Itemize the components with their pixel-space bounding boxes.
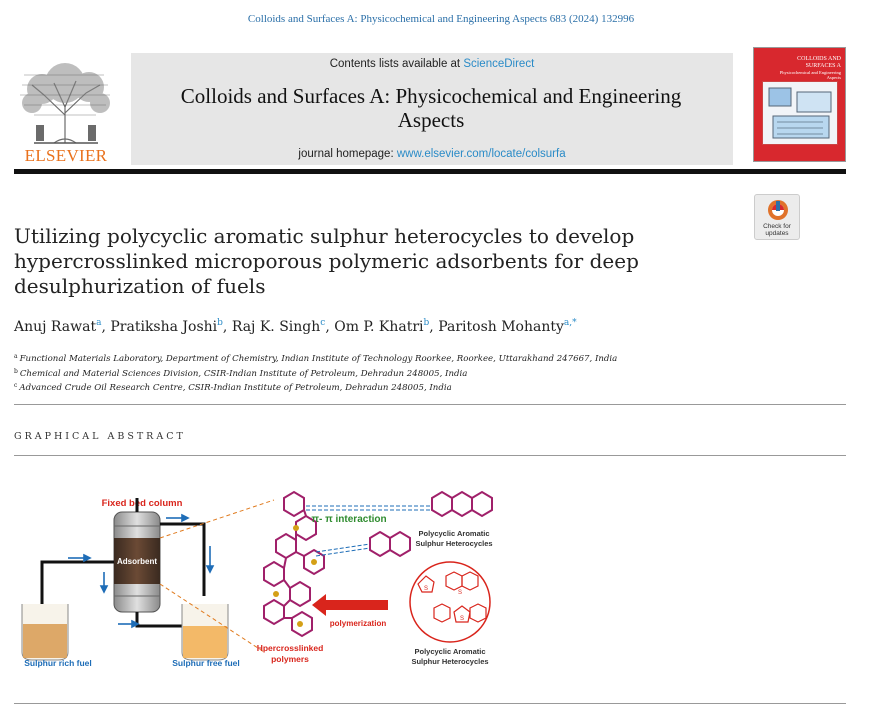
author-affiliation-marker[interactable]: b [217, 318, 223, 328]
cover-title: COLLOIDS AND SURFACES A Physicochemical … [771, 56, 841, 80]
author-entry[interactable]: Pratiksha Joshib, [110, 318, 232, 335]
author-separator: , [429, 319, 439, 335]
fixed-bed-column-label: Fixed bed column [102, 498, 183, 509]
author-separator: , [325, 319, 335, 335]
author-entry[interactable]: Om P. Khatrib, [334, 318, 439, 335]
check-for-updates-badge[interactable]: Check for updates [754, 194, 800, 240]
journal-banner: Contents lists available at ScienceDirec… [131, 53, 733, 165]
author-name: Anuj Rawat [14, 319, 97, 335]
polymerization-label: polymerization [330, 619, 387, 628]
article-title: Utilizing polycyclic aromatic sulphur he… [14, 224, 639, 298]
journal-title: Colloids and Surfaces A: Physicochemical… [180, 84, 682, 132]
zoom-guides [159, 499, 275, 653]
section-divider [14, 404, 846, 405]
header-rule [14, 169, 846, 174]
affiliation-marker: b [14, 367, 18, 375]
journal-homepage-link[interactable]: www.elsevier.com/locate/colsurfa [396, 148, 566, 160]
author-list: Anuj Rawata, Pratiksha Joshib, Raj K. Si… [14, 318, 577, 335]
hcp-label-line1: Hpercrosslinked [257, 643, 324, 653]
check-updates-label: Check for updates [763, 223, 791, 237]
affiliation-text: Advanced Crude Oil Research Centre, CSIR… [19, 383, 452, 393]
elsevier-tree-logo [20, 63, 110, 144]
affiliation-text: Chemical and Material Sciences Division,… [19, 368, 468, 379]
contents-prefix: Contents lists available at [329, 58, 464, 70]
pash-bottom-label-line2: Sulphur Heterocycles [411, 657, 488, 666]
cover-image [762, 81, 838, 145]
elsevier-wordmark[interactable]: ELSEVIER [24, 146, 108, 165]
author-entry[interactable]: Raj K. Singhc, [231, 318, 335, 335]
pash-bottom-label-line1: Polycyclic Aromatic [414, 647, 485, 656]
sulphur-rich-fuel-label: Sulphur rich fuel [24, 658, 92, 668]
author-entry[interactable]: Anuj Rawata, [14, 318, 111, 335]
adsorbent-label: Adsorbent [117, 557, 157, 566]
hcp-label-line2: polymers [271, 654, 309, 664]
sulphur-rich-fuel-beaker [21, 604, 69, 661]
pash-top-label-line1: Polycyclic Aromatic [418, 529, 489, 538]
check-updates-icon [768, 200, 788, 220]
sulphur-atoms [273, 525, 317, 627]
section-divider [14, 703, 846, 704]
pash-top-label-line2: Sulphur Heterocycles [415, 539, 492, 548]
svg-text:S: S [424, 586, 428, 592]
pi-pi-interaction-label: π- π interaction [311, 514, 386, 525]
pi-pi-interaction-lines [306, 505, 432, 557]
homepage-prefix: journal homepage: [298, 148, 397, 160]
pash-molecule-top [431, 490, 493, 518]
author-name: Raj K. Singh [231, 319, 321, 335]
cover-subtitle: Physicochemical and Engineering Aspects [779, 70, 841, 80]
pash-monomer-circle: S S S [409, 561, 491, 643]
hypercrosslinked-polymer-structure [263, 490, 325, 638]
contents-lists-line: Contents lists available at ScienceDirec… [131, 58, 733, 70]
sulphur-free-fuel-beaker [181, 604, 229, 661]
author-affiliation-marker[interactable]: b [423, 318, 430, 328]
author-affiliation-marker[interactable]: c [320, 318, 326, 328]
author-name: Om P. Khatri [334, 319, 424, 335]
author-separator: , [222, 319, 232, 335]
graphical-abstract-figure[interactable]: Fixed bed column Adsorbent Sulphur rich … [14, 476, 524, 676]
author-affiliation-marker[interactable]: a,* [563, 318, 577, 328]
pash-molecule-mid [369, 530, 411, 558]
journal-citation[interactable]: Colloids and Surfaces A: Physicochemical… [247, 13, 635, 25]
journal-homepage-line: journal homepage: www.elsevier.com/locat… [131, 148, 733, 160]
author-entry[interactable]: Paritosh Mohantya,* [438, 318, 577, 335]
cover-title-main: COLLOIDS AND SURFACES A [797, 56, 841, 69]
sulphur-free-fuel-label: Sulphur free fuel [172, 658, 240, 668]
svg-text:S: S [460, 616, 464, 622]
author-name: Paritosh Mohanty [438, 319, 564, 335]
journal-cover[interactable]: COLLOIDS AND SURFACES A Physicochemical … [753, 47, 846, 162]
svg-text:S: S [458, 590, 462, 596]
affiliation-marker: a [14, 353, 18, 360]
graphical-abstract-heading: GRAPHICAL ABSTRACT [14, 431, 186, 442]
flow-arrows [68, 513, 215, 629]
affiliation-text: Functional Materials Laboratory, Departm… [19, 354, 618, 364]
affiliation-marker: c [14, 382, 18, 389]
author-affiliation-marker[interactable]: a [96, 318, 102, 328]
polymerization-arrow [312, 594, 388, 616]
author-name: Pratiksha Joshi [110, 319, 218, 335]
author-separator: , [101, 319, 111, 335]
section-divider [14, 455, 846, 456]
fuel-piping [40, 498, 206, 628]
sciencedirect-link[interactable]: ScienceDirect [463, 58, 535, 70]
